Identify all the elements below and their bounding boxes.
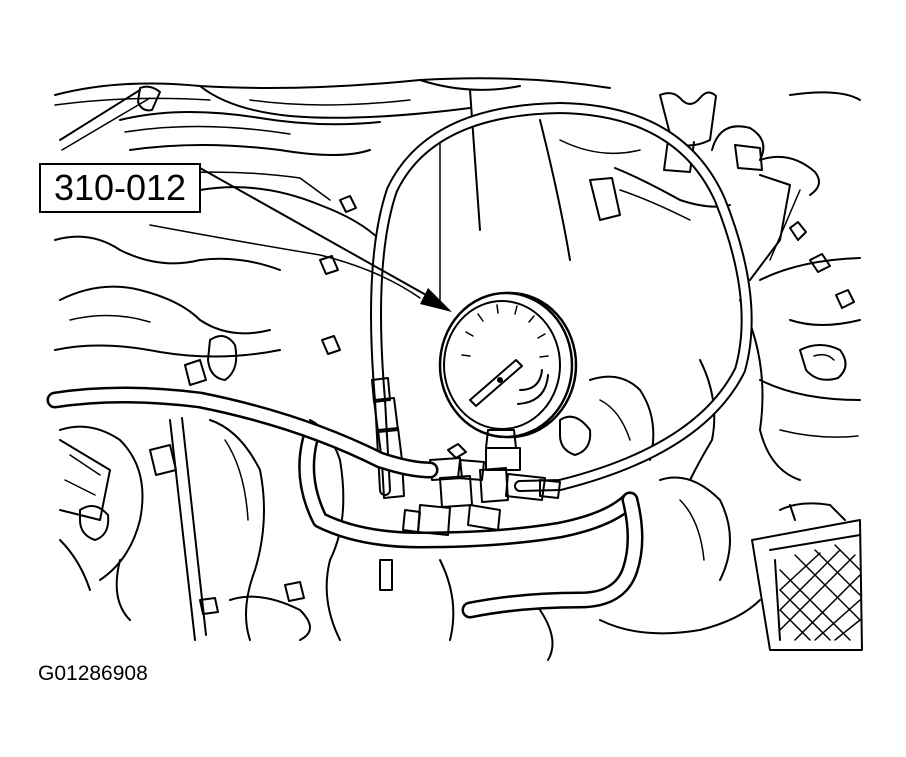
callout-leader [149, 167, 452, 312]
tool-number-label: 310-012 [53, 167, 187, 208]
lower-hose-routing [298, 359, 761, 661]
fuel-pressure-gauge-hose [370, 102, 753, 496]
left-engine-parts [54, 195, 357, 641]
upper-engine-outline [54, 77, 731, 301]
figure-id-label: G01286908 [38, 662, 148, 685]
mesh-grille [751, 502, 863, 651]
crossing-fuel-line [46, 386, 439, 479]
gauge-ticks [461, 304, 549, 358]
tool-number-callout: 310-012 [39, 163, 201, 213]
pressure-gauge [438, 291, 578, 449]
